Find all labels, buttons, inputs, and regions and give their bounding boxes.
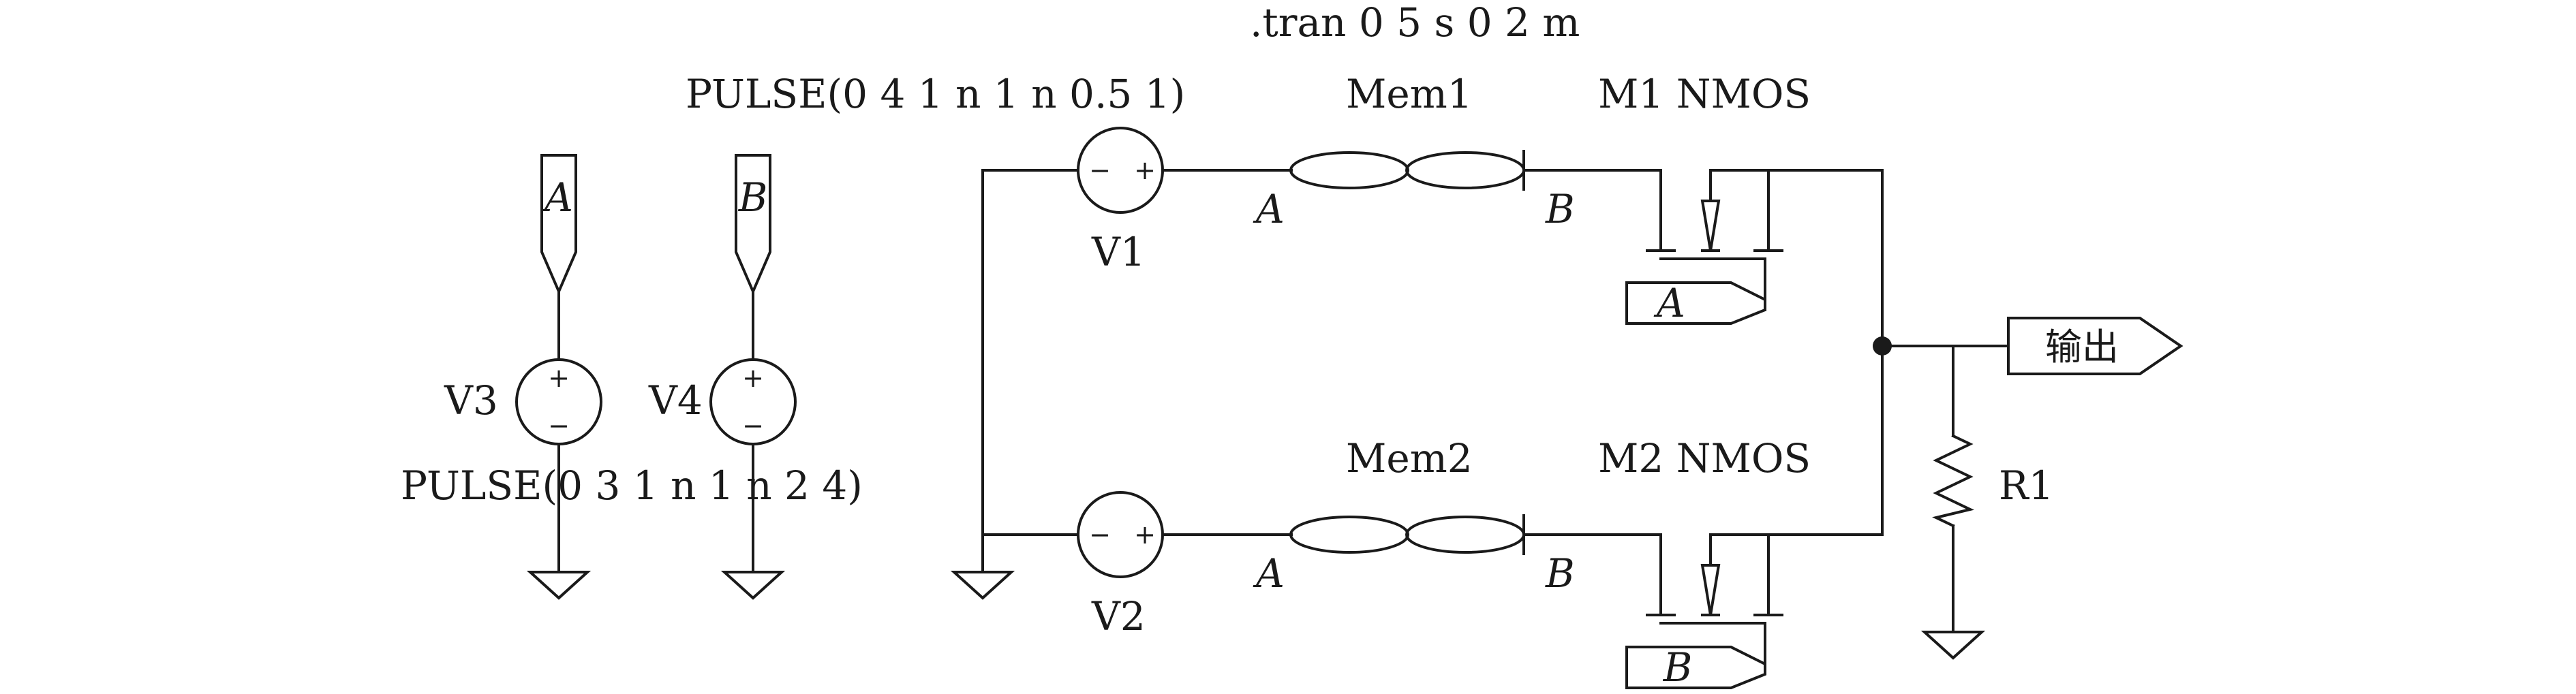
V4-minus-sign: − [742,411,764,441]
voltage-source-V3: + − [515,358,602,445]
V3-label: V3 [444,377,498,424]
Mem2-pin-A: A [1253,550,1285,597]
output-port-flag: 输出 [2007,317,2183,375]
port-B-label: B [738,174,768,221]
ground-icon [526,571,592,600]
V2-label: V2 [1091,593,1146,640]
Mem1-pin-A: A [1253,186,1285,232]
V3-value: PULSE(0 3 1 n 1 n 2 4) [401,462,863,509]
gate-tag-M2: B [1625,644,1766,691]
V2-minus-sign: − [1089,520,1111,550]
tran-directive: .tran 0 5 s 0 2 m [1250,0,1580,46]
wire-left-rail [981,169,1079,573]
V4-plus-sign: + [742,363,764,393]
port-A-flag: A [540,154,577,296]
ground-icon [1920,631,1986,660]
V1-minus-sign: − [1089,155,1111,185]
M2-gate-label: B [1663,644,1693,691]
wire-Mem2-M2 [1522,533,1662,616]
V1-plus-sign: + [1134,155,1156,185]
M1-gate-label: A [1653,280,1685,326]
V3-minus-sign: − [548,411,570,441]
wire-Mem1-M1 [1522,169,1662,252]
output-label: 输出 [2045,326,2119,368]
memristor-Mem1 [1289,150,1525,191]
nmos-M2 [1646,533,1884,674]
Mem2-label: Mem2 [1346,435,1473,482]
V1-label: V1 [1091,229,1146,275]
voltage-source-V1: − + [1077,127,1164,214]
M1-label: M1 NMOS [1598,71,1811,117]
voltage-source-V2: − + [1077,491,1164,578]
ground-icon [720,571,786,600]
voltage-source-V4: + − [709,358,797,445]
V4-label: V4 [648,377,703,424]
port-A-label: A [541,174,573,221]
Mem1-label: Mem1 [1346,71,1473,117]
nmos-M1 [1646,169,1884,311]
M2-label: M2 NMOS [1598,435,1811,482]
gate-tag-M1: A [1625,280,1766,326]
V3-plus-sign: + [548,363,570,393]
resistor-R1 [1932,434,1974,528]
ground-icon [950,571,1015,600]
memristor-Mem2 [1289,514,1525,555]
V2-plus-sign: + [1134,520,1156,550]
port-B-flag: B [735,154,771,296]
Mem2-pin-B: B [1545,550,1575,597]
V1-value: PULSE(0 4 1 n 1 n 0.5 1) [686,71,1185,117]
R1-label: R1 [1999,462,2054,509]
Mem1-pin-B: B [1545,186,1575,232]
